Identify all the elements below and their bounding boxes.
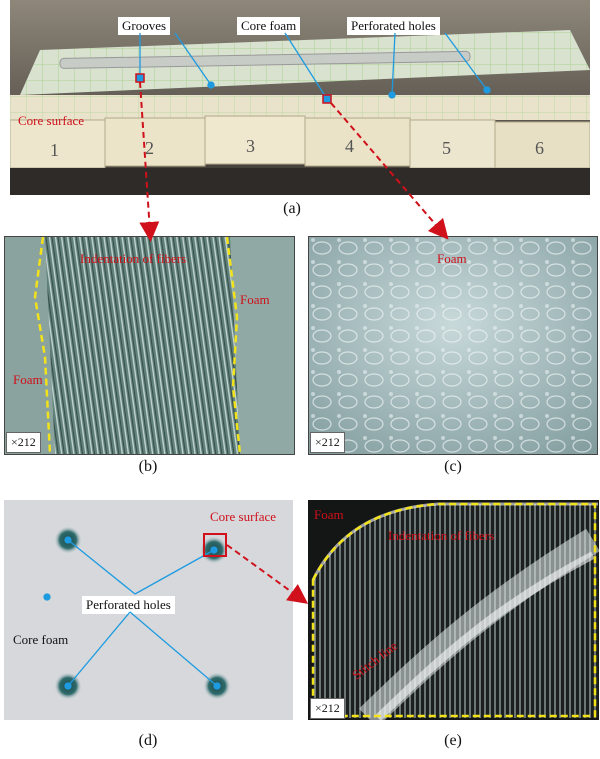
label-foam-c: Foam xyxy=(437,251,467,266)
panel-b-micrograph xyxy=(4,236,295,455)
block-number-6: 6 xyxy=(535,138,544,158)
block-number-2: 2 xyxy=(145,138,154,158)
label-core-foam-d: Core foam xyxy=(13,632,69,647)
label-foam-e: Foam xyxy=(314,507,344,522)
caption-b: (b) xyxy=(138,458,158,475)
label-core-foam-a: Core foam xyxy=(237,17,301,35)
panel-b-scene xyxy=(5,237,294,454)
label-grooves: Grooves xyxy=(118,17,171,35)
panel-e-scene xyxy=(308,500,599,720)
block-number-1: 1 xyxy=(50,140,59,160)
magnification-e: ×212 xyxy=(310,698,345,719)
label-indentation-e: Indentation of fibers xyxy=(388,528,495,543)
label-perforated-holes-a: Perforated holes xyxy=(347,17,440,35)
magnification-c: ×212 xyxy=(310,432,345,453)
panel-c-micrograph xyxy=(308,236,598,455)
label-core-surface-d: Core surface xyxy=(210,509,277,524)
label-core-surface-a: Core surface xyxy=(18,113,85,128)
caption-a: (a) xyxy=(283,200,301,217)
caption-c: (c) xyxy=(444,458,462,475)
panel-c-scene xyxy=(309,237,597,454)
caption-e: (e) xyxy=(444,732,462,749)
block-number-5: 5 xyxy=(442,138,451,158)
block-number-3: 3 xyxy=(246,136,255,156)
label-perforated-holes-d: Perforated holes xyxy=(82,596,175,614)
label-foam-b-right: Foam xyxy=(240,292,270,307)
panel-e-micrograph xyxy=(308,500,599,720)
magnification-b: ×212 xyxy=(6,432,41,453)
label-foam-b-left: Foam xyxy=(13,372,43,387)
label-indentation-b: Indentation of fibers xyxy=(80,251,187,266)
block-number-4: 4 xyxy=(345,136,354,156)
caption-d: (d) xyxy=(138,732,158,749)
